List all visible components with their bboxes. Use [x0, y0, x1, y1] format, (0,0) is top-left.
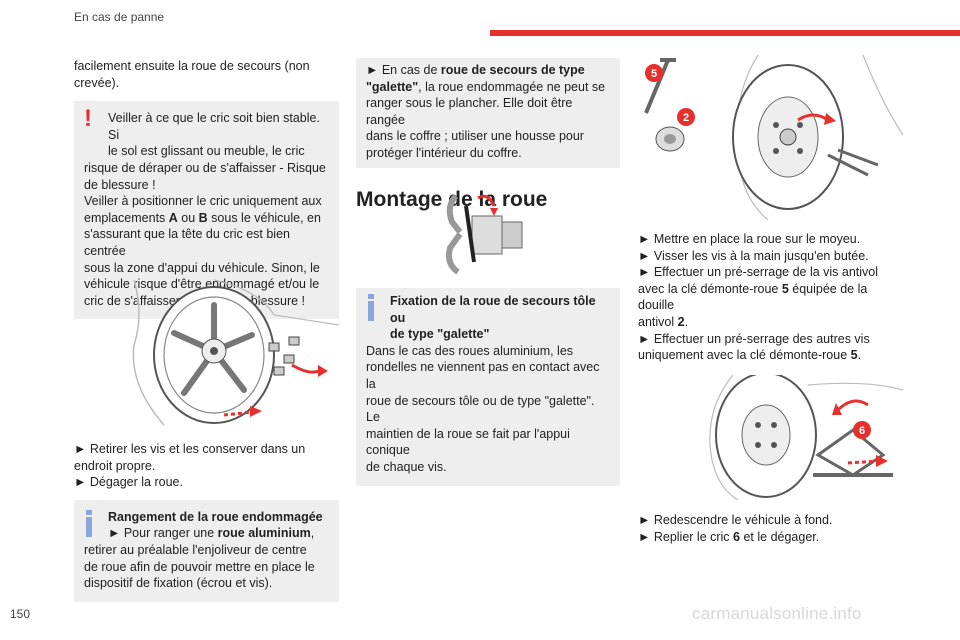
step-line: ► Redescendre le véhicule à fond. — [638, 513, 833, 527]
step-line: antivol 2. — [638, 314, 689, 329]
box-line: ranger sous le plancher. Elle doit être … — [366, 96, 573, 127]
info-line: de chaque vis. — [366, 459, 447, 474]
info-box-fixation: Fixation de la roue de secours tôle ou d… — [356, 288, 620, 486]
callout-6-marker — [853, 421, 871, 439]
info-line: ► Pour ranger une roue aluminium, — [108, 526, 315, 541]
galette-storage-box: ► En cas de roue de secours de type "gal… — [356, 58, 620, 168]
warning-line: de blessure ! — [84, 177, 156, 192]
callout-5-marker — [645, 64, 663, 82]
callout-5-label: 5 — [651, 68, 657, 80]
warning-line: Veiller à ce que le cric soit bien stabl… — [108, 111, 320, 142]
box-line: protéger l'intérieur du coffre. — [366, 145, 522, 160]
column-left: facilement ensuite la roue de secours (n… — [74, 58, 339, 320]
column-right: ► Mettre en place la roue sur le moyeu. … — [638, 231, 903, 364]
wheel-removal-illustration — [132, 279, 339, 426]
info-line: de roue afin de pouvoir mettre en place … — [84, 559, 315, 574]
info-icon — [86, 509, 94, 537]
callout-2-label: 2 — [683, 112, 689, 124]
warning-line: sous la zone d'appui du véhicule. Sinon,… — [84, 260, 320, 275]
box-line: "galette", la roue endommagée ne peut se — [366, 79, 606, 94]
warning-box: ! Veiller à ce que le cric soit bien sta… — [74, 101, 339, 320]
header-accent-bar — [490, 30, 960, 36]
info-title: Fixation de la roue de secours tôle ou — [390, 294, 596, 325]
info-line: rondelles ne viennent pas en contact ave… — [366, 360, 600, 391]
step-line: endroit propre. — [74, 458, 156, 473]
column-middle: ► En cas de roue de secours de type "gal… — [356, 58, 620, 212]
info-title: de type "galette" — [390, 327, 490, 342]
box-line: ► En cas de roue de secours de type — [366, 63, 585, 77]
warning-line: emplacements A ou B sous le véhicule, en — [84, 210, 321, 225]
info-line: retirer au préalable l'enjoliveur de cen… — [84, 542, 307, 557]
callout-6-label: 6 — [859, 425, 865, 437]
jack-lowering-illustration: 6 — [709, 375, 903, 500]
info-line: Dans le cas des roues aluminium, les — [366, 343, 574, 358]
warning-line: le sol est glissant ou meuble, le cric — [108, 144, 305, 159]
step-line: ► Effectuer un pré-serrage de la vis ant… — [638, 265, 879, 280]
box-line: dans le coffre ; utiliser une housse pou… — [366, 129, 584, 144]
info-line: maintien de la roue se fait par l'appui … — [366, 426, 570, 458]
page-number: 150 — [10, 607, 31, 621]
warning-line: s'assurant que la tête du cric est bien … — [84, 227, 290, 258]
info-title: Rangement de la roue endommagée — [108, 509, 323, 524]
step-line: ► Effectuer un pré-serrage des autres vi… — [638, 331, 870, 346]
wheel-mounting-illustration: 5 2 — [644, 55, 903, 220]
exclamation-icon: ! — [84, 105, 92, 133]
info-line: dispositif de fixation (écrou et vis). — [84, 576, 273, 591]
step-line: ► Mettre en place la roue sur le moyeu. — [638, 232, 861, 246]
intro-line: facilement ensuite la roue de secours (n… — [74, 59, 310, 73]
step-line: ► Retirer les vis et les conserver dans … — [74, 442, 306, 456]
info-icon — [368, 294, 376, 321]
step-line: avec la clé démonte-roue 5 équipée de la… — [638, 281, 868, 313]
column-right-lower: ► Redescendre le véhicule à fond. ► Repl… — [638, 512, 903, 545]
intro-line: crevée). — [74, 75, 120, 90]
info-box: Rangement de la roue endommagée ► Pour r… — [74, 499, 339, 602]
step-line: ► Replier le cric 6 et le dégager. — [638, 529, 820, 544]
info-line: roue de secours tôle ou de type "galette… — [366, 393, 595, 425]
step-line: ► Visser les vis à la main jusqu'en buté… — [638, 248, 869, 263]
column-middle-lower: Fixation de la roue de secours tôle ou d… — [356, 288, 620, 486]
warning-line: véhicule risque d'être endommagé et/ou l… — [84, 277, 320, 292]
wheel-bolt-illustration — [446, 193, 523, 275]
column-left-lower: ► Retirer les vis et les conserver dans … — [74, 441, 339, 602]
warning-line: Veiller à positionner le cric uniquement… — [84, 194, 322, 209]
header-title: En cas de panne — [74, 10, 165, 24]
watermark: carmanualsonline.info — [692, 604, 862, 623]
warning-line: risque de déraper ou de s'affaisser - Ri… — [84, 160, 326, 175]
step-line: uniquement avec la clé démonte-roue 5. — [638, 348, 862, 363]
step-line: ► Dégager la roue. — [74, 475, 183, 490]
callout-2-marker — [677, 108, 695, 126]
